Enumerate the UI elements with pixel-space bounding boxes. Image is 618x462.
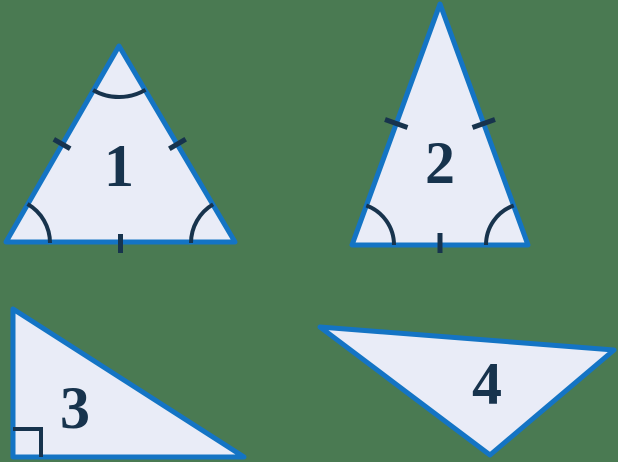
triangle-3-group: 3 bbox=[10, 306, 247, 460]
triangle-4-group: 4 bbox=[317, 324, 617, 458]
triangle-4-label: 4 bbox=[472, 351, 502, 417]
triangle-4-shape bbox=[317, 324, 617, 458]
triangle-3-label: 3 bbox=[60, 375, 90, 441]
triangle-1-arc-mark bbox=[92, 88, 147, 100]
triangle-2-tick-mark bbox=[384, 117, 409, 130]
triangle-1-arc-mark bbox=[26, 202, 53, 244]
triangle-2-arc-mark bbox=[484, 203, 515, 246]
triangle-1-arc-mark bbox=[189, 202, 215, 244]
triangle-1-tick-mark bbox=[168, 137, 187, 151]
triangle-2-label: 2 bbox=[425, 130, 455, 196]
triangle-3-right-angle-mark bbox=[13, 427, 43, 457]
triangle-1-tick-mark bbox=[52, 137, 72, 151]
triangle-2-arc-mark bbox=[365, 203, 396, 246]
triangle-3-shape bbox=[10, 306, 247, 460]
triangle-2-shape bbox=[349, 1, 531, 248]
triangle-1-group: 1 bbox=[3, 43, 238, 253]
triangle-2-tick-mark bbox=[471, 117, 496, 130]
triangle-2-group: 2 bbox=[349, 1, 531, 253]
triangle-1-label: 1 bbox=[104, 133, 134, 199]
